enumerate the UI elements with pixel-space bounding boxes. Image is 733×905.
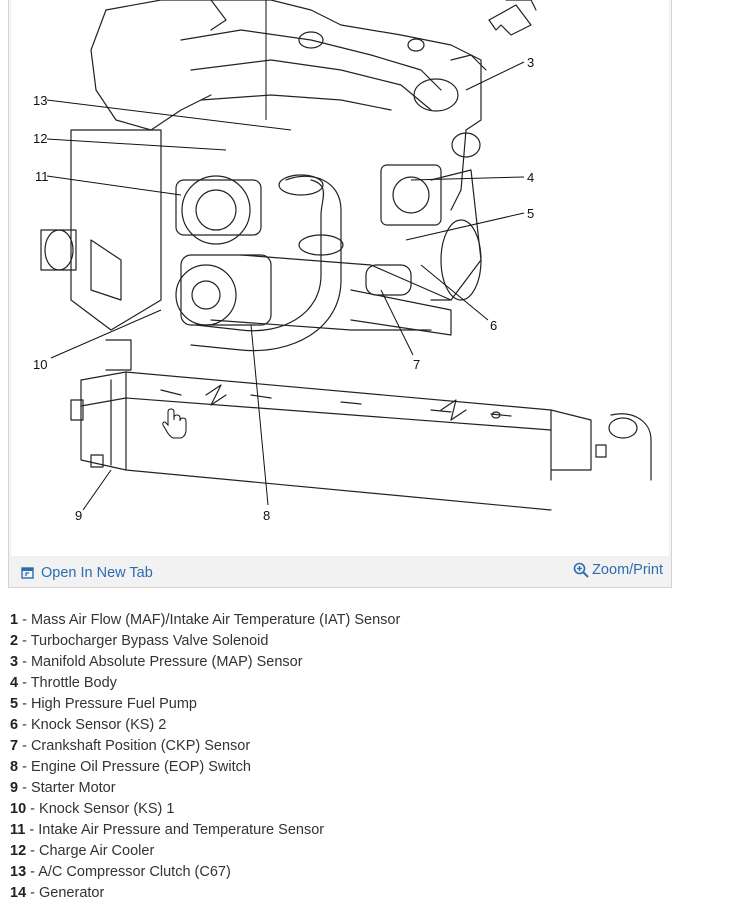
legend-text: - Throttle Body bbox=[18, 675, 117, 691]
legend-text: - Knock Sensor (KS) 1 bbox=[26, 801, 175, 817]
legend-text: - Starter Motor bbox=[18, 780, 116, 796]
legend-item: 1 - Mass Air Flow (MAF)/Intake Air Tempe… bbox=[10, 611, 400, 632]
legend-number: 14 bbox=[10, 885, 27, 901]
legend-text: - A/C Compressor Clutch (C67) bbox=[26, 864, 231, 880]
legend-text: - Intake Air Pressure and Temperature Se… bbox=[25, 822, 325, 838]
legend-item: 5 - High Pressure Fuel Pump bbox=[10, 695, 400, 716]
legend-number: 9 bbox=[10, 780, 19, 796]
figure-frame: 3 4 5 6 7 8 9 10 11 12 13 bbox=[8, 0, 672, 588]
legend-item: 4 - Throttle Body bbox=[10, 674, 400, 695]
legend-number: 5 bbox=[10, 696, 19, 712]
hand-cursor-icon bbox=[162, 408, 187, 439]
legend-number: 6 bbox=[10, 717, 19, 733]
legend-number: 3 bbox=[10, 654, 19, 670]
callout-12: 12 bbox=[33, 131, 47, 146]
legend-number: 8 bbox=[10, 759, 19, 775]
callout-10: 10 bbox=[33, 357, 47, 372]
legend-number: 11 bbox=[10, 822, 26, 838]
engine-illustration: 3 4 5 6 7 8 9 10 11 12 13 bbox=[33, 0, 652, 523]
legend-number: 4 bbox=[10, 675, 19, 691]
callout-13: 13 bbox=[33, 93, 47, 108]
legend-item: 3 - Manifold Absolute Pressure (MAP) Sen… bbox=[10, 653, 400, 674]
legend-number: 13 bbox=[10, 864, 27, 880]
legend-text: - Crankshaft Position (CKP) Sensor bbox=[18, 738, 251, 754]
legend-text: - Manifold Absolute Pressure (MAP) Senso… bbox=[18, 654, 303, 670]
engine-diagram[interactable]: 3 4 5 6 7 8 9 10 11 12 13 bbox=[11, 0, 669, 556]
legend-text: - Mass Air Flow (MAF)/Intake Air Tempera… bbox=[18, 612, 401, 628]
zoom-in-icon bbox=[573, 562, 589, 578]
legend-item: 12 - Charge Air Cooler bbox=[10, 842, 400, 863]
legend-text: - Charge Air Cooler bbox=[26, 843, 155, 859]
legend-number: 2 bbox=[10, 633, 19, 649]
legend-item: 13 - A/C Compressor Clutch (C67) bbox=[10, 863, 400, 884]
legend-text: - Generator bbox=[26, 885, 105, 901]
open-in-new-tab-link[interactable]: Open In New Tab bbox=[21, 565, 153, 581]
legend-item: 2 - Turbocharger Bypass Valve Solenoid bbox=[10, 632, 400, 653]
callout-11: 11 bbox=[35, 169, 49, 184]
callout-9: 9 bbox=[75, 508, 82, 523]
legend-item: 6 - Knock Sensor (KS) 2 bbox=[10, 716, 400, 737]
zoom-print-link[interactable]: Zoom/Print bbox=[573, 562, 663, 578]
legend-text: - Turbocharger Bypass Valve Solenoid bbox=[18, 633, 269, 649]
callout-3: 3 bbox=[527, 55, 534, 70]
open-new-tab-icon bbox=[21, 566, 35, 580]
legend-item: 14 - Generator bbox=[10, 884, 400, 905]
legend-text: - Engine Oil Pressure (EOP) Switch bbox=[18, 759, 251, 775]
legend-item: 9 - Starter Motor bbox=[10, 779, 400, 800]
component-legend: 1 - Mass Air Flow (MAF)/Intake Air Tempe… bbox=[10, 611, 400, 905]
figure-toolbar: Open In New Tab Zoom/Print bbox=[9, 556, 671, 588]
legend-number: 10 bbox=[10, 801, 27, 817]
legend-text: - Knock Sensor (KS) 2 bbox=[18, 717, 167, 733]
open-in-new-tab-label: Open In New Tab bbox=[41, 565, 153, 581]
legend-item: 11 - Intake Air Pressure and Temperature… bbox=[10, 821, 400, 842]
zoom-print-label: Zoom/Print bbox=[592, 562, 663, 578]
legend-text: - High Pressure Fuel Pump bbox=[18, 696, 197, 712]
legend-number: 7 bbox=[10, 738, 19, 754]
callout-6: 6 bbox=[490, 318, 497, 333]
legend-item: 8 - Engine Oil Pressure (EOP) Switch bbox=[10, 758, 400, 779]
callout-5: 5 bbox=[527, 206, 534, 221]
legend-item: 7 - Crankshaft Position (CKP) Sensor bbox=[10, 737, 400, 758]
legend-number: 12 bbox=[10, 843, 27, 859]
callout-8: 8 bbox=[263, 508, 270, 523]
callout-7: 7 bbox=[413, 357, 420, 372]
callout-4: 4 bbox=[527, 170, 534, 185]
legend-number: 1 bbox=[10, 612, 19, 628]
legend-item: 10 - Knock Sensor (KS) 1 bbox=[10, 800, 400, 821]
